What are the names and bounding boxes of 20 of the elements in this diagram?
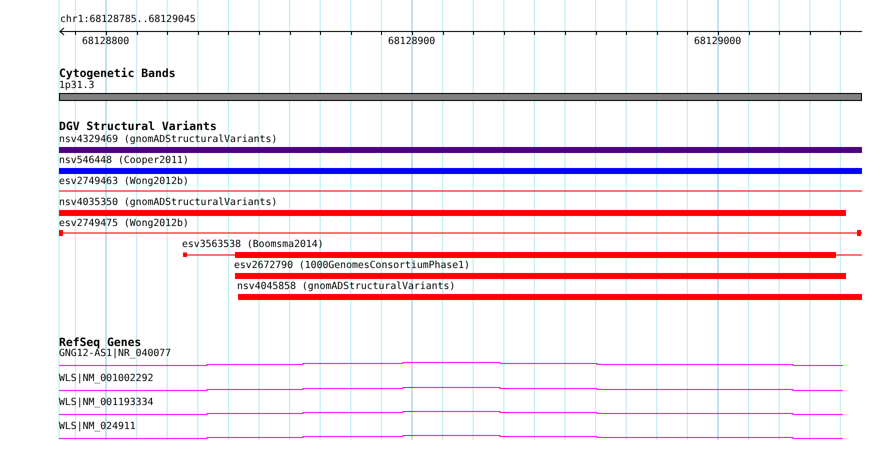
- feature-label: WLS|NM_024911: [59, 421, 136, 433]
- feature-label: esv2749475 (Wong2012b): [59, 218, 189, 230]
- tick-label: 68128800: [82, 36, 130, 48]
- feature-label: nsv4035350 (gnomADStructuralVariants): [59, 197, 278, 209]
- locus-label: chr1:68128785..68129045: [60, 14, 196, 26]
- feature-label: nsv4045858 (gnomADStructuralVariants): [237, 281, 456, 293]
- tick-label: 68129000: [694, 36, 742, 48]
- feature-label: GNG12-AS1|NR_040077: [59, 348, 172, 360]
- feature-label: nsv4329469 (gnomADStructuralVariants): [59, 134, 278, 146]
- feature-label: WLS|NM_001002292: [59, 373, 154, 385]
- feature-label: esv3563538 (Boomsma2014): [182, 239, 324, 251]
- track-title: RefSeq Genes: [59, 336, 142, 348]
- track-title: DGV Structural Variants: [59, 120, 217, 132]
- feature-label: 1p31.3: [59, 80, 94, 92]
- feature-label: esv2672790 (1000GenomesConsortiumPhase1): [234, 260, 470, 272]
- feature-label: WLS|NM_001193334: [59, 397, 154, 409]
- track-title: Cytogenetic Bands: [59, 67, 176, 79]
- tick-label: 68128900: [388, 36, 436, 48]
- feature-label: esv2749463 (Wong2012b): [59, 176, 189, 188]
- feature-label: nsv546448 (Cooper2011): [59, 155, 189, 167]
